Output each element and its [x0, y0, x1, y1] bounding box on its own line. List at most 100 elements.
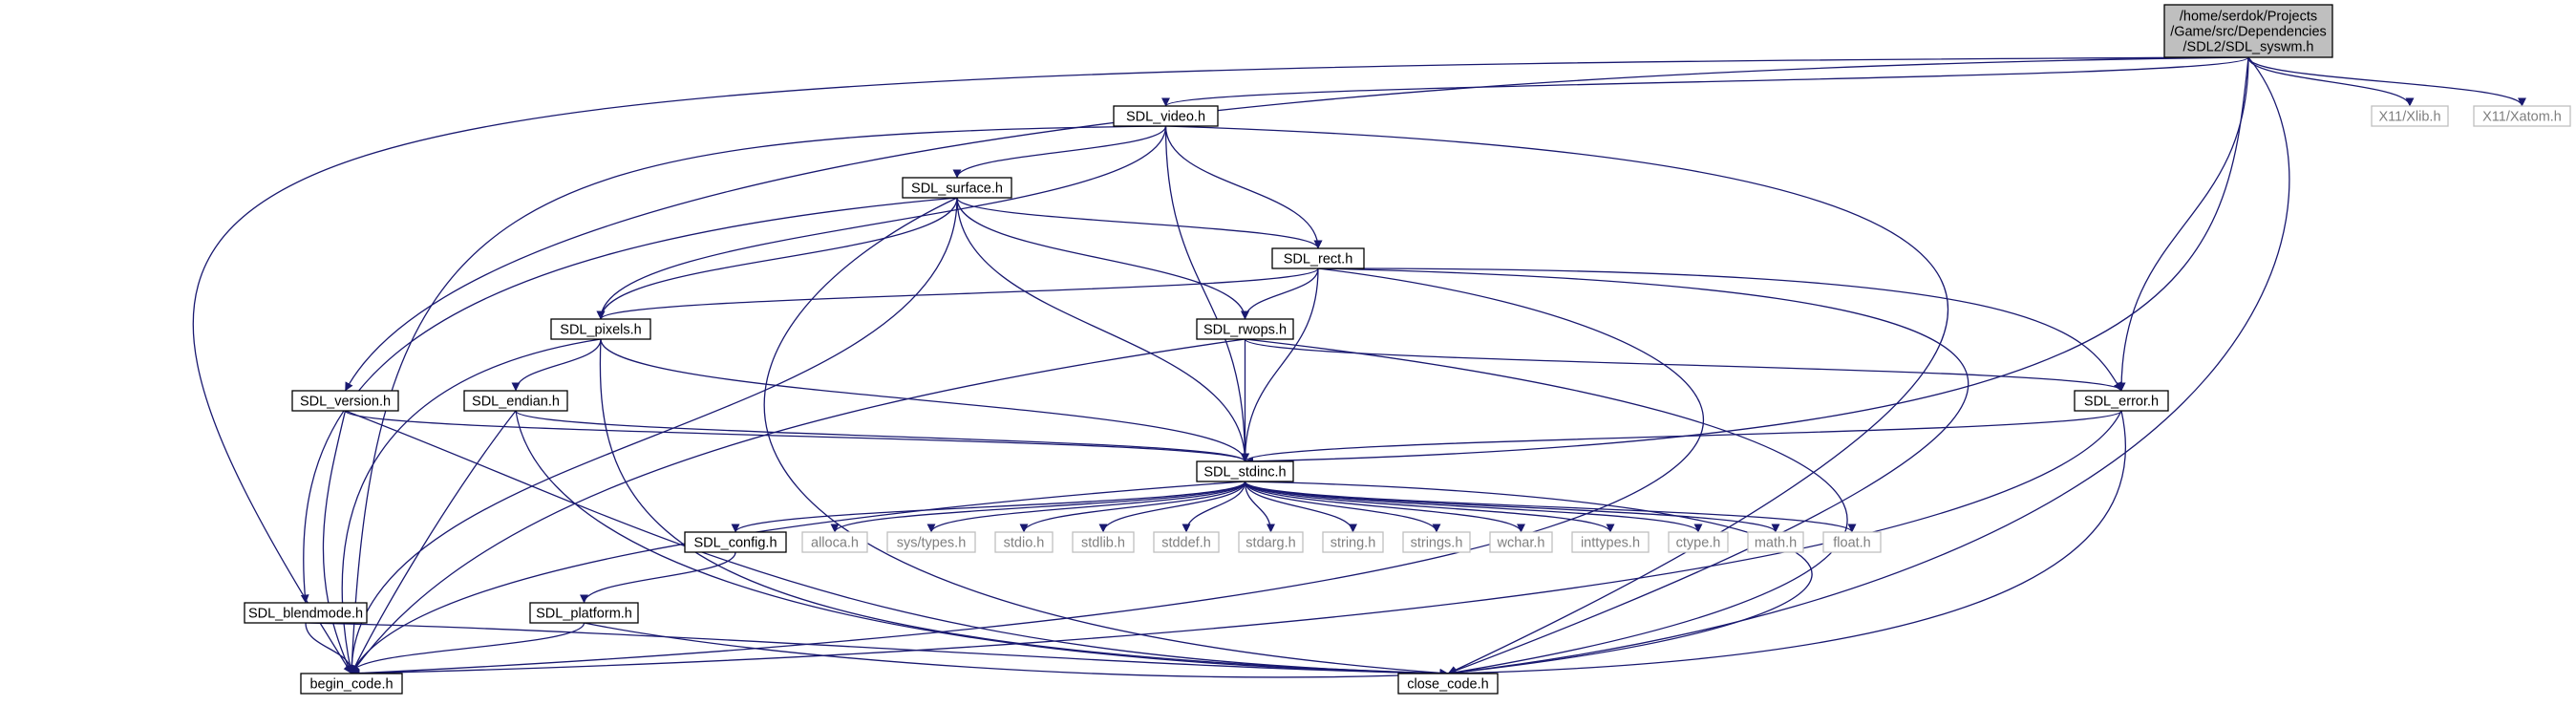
edge-rect-stdinc — [1241, 267, 1319, 462]
node-label-stdarg: stdarg.h — [1245, 536, 1295, 551]
edge-video-surface — [952, 125, 1167, 179]
node-box-version — [291, 390, 399, 412]
edge-pixels-endian — [511, 338, 602, 392]
node-stdarg: stdarg.h — [1238, 531, 1304, 553]
node-root[interactable]: /home/serdok/Projects/Game/src/Dependenc… — [2163, 4, 2333, 58]
edge-surface-begin — [347, 197, 958, 674]
edge-error-close — [1447, 410, 2127, 678]
node-pixels[interactable]: SDL_pixels.h — [550, 318, 651, 340]
edge-rect-rwops — [1241, 267, 1319, 320]
node-box-error — [2074, 390, 2169, 412]
edge-surface-pixels — [596, 197, 958, 320]
edge-root-stdinc — [1245, 56, 2249, 466]
edge-video-pixels — [596, 125, 1167, 320]
node-box-wchar — [1489, 531, 1553, 553]
node-version[interactable]: SDL_version.h — [291, 390, 399, 412]
node-label-ctype: ctype.h — [1676, 536, 1721, 551]
edge-rwops-begin — [351, 338, 1245, 674]
edge-root-xatom — [2247, 56, 2526, 107]
node-label-strings: strings.h — [1411, 536, 1463, 551]
node-inttypes: inttypes.h — [1571, 531, 1650, 553]
node-systypes: sys/types.h — [886, 531, 976, 553]
node-box-stdarg — [1238, 531, 1304, 553]
node-box-string — [1322, 531, 1384, 553]
node-box-platform — [529, 602, 639, 624]
node-endian[interactable]: SDL_endian.h — [463, 390, 568, 412]
edge-stdinc-close — [1245, 481, 1813, 677]
edge-stdinc-systypes — [926, 481, 1246, 533]
node-box-pixels — [550, 318, 651, 340]
edge-root-version — [344, 56, 2249, 392]
node-stdinc[interactable]: SDL_stdinc.h — [1196, 460, 1294, 482]
edge-stdinc-float — [1244, 481, 1857, 533]
node-label-math: math.h — [1755, 536, 1797, 551]
node-wchar: wchar.h — [1489, 531, 1553, 553]
node-surface[interactable]: SDL_surface.h — [902, 177, 1012, 199]
edge-root-close — [1447, 56, 2290, 677]
edge-stdinc-strings — [1244, 481, 1441, 533]
node-box-begin — [300, 673, 403, 695]
node-label-systypes: sys/types.h — [897, 536, 967, 551]
node-box-systypes — [886, 531, 976, 553]
node-box-close — [1397, 673, 1499, 695]
edge-surface-rect — [956, 197, 1323, 249]
edge-video-stdinc — [1164, 125, 1249, 462]
node-box-alloca — [801, 531, 868, 553]
node-label-xlib: X11/Xlib.h — [2378, 110, 2440, 125]
edge-blendmode-close — [305, 622, 1449, 678]
edge-error-stdinc — [1241, 410, 2122, 462]
edge-surface-blendmode — [300, 197, 958, 604]
node-label-root: /Game/src/Dependencies — [2170, 25, 2327, 40]
node-blendmode[interactable]: SDL_blendmode.h — [244, 602, 368, 624]
node-label-begin: begin_code.h — [309, 677, 393, 693]
edge-stdinc-stddef — [1182, 481, 1246, 533]
edge-config-platform — [580, 551, 736, 604]
node-label-alloca: alloca.h — [811, 536, 859, 551]
edge-stdinc-stdio — [1019, 481, 1246, 533]
node-box-stddef — [1153, 531, 1220, 553]
node-label-inttypes: inttypes.h — [1581, 536, 1640, 551]
node-close[interactable]: close_code.h — [1397, 673, 1499, 695]
edge-root-video — [1161, 56, 2249, 107]
edge-platform-begin — [347, 622, 585, 674]
edge-pixels-stdinc — [600, 338, 1249, 462]
edge-stdinc-begin — [351, 481, 1245, 674]
edge-version-close — [345, 410, 1449, 678]
edge-pixels-close — [599, 338, 1449, 678]
edge-root-error — [2117, 56, 2249, 392]
node-label-wchar: wchar.h — [1497, 536, 1545, 551]
edge-rect-close — [1317, 267, 1969, 675]
edge-stdinc-string — [1244, 481, 1357, 533]
edge-stdinc-alloca — [830, 481, 1246, 533]
edge-version-stdinc — [344, 410, 1249, 462]
node-label-rect: SDL_rect.h — [1284, 252, 1353, 267]
node-label-string: string.h — [1331, 536, 1376, 551]
node-box-stdinc — [1196, 460, 1294, 482]
node-config[interactable]: SDL_config.h — [684, 531, 787, 553]
node-label-root: /home/serdok/Projects — [2180, 10, 2317, 25]
node-rect[interactable]: SDL_rect.h — [1271, 247, 1365, 269]
node-video[interactable]: SDL_video.h — [1113, 105, 1219, 127]
node-label-pixels: SDL_pixels.h — [560, 323, 641, 338]
edge-endian-begin — [351, 410, 517, 674]
edge-error-begin — [351, 410, 2122, 678]
node-box-strings — [1402, 531, 1471, 553]
node-platform[interactable]: SDL_platform.h — [529, 602, 639, 624]
node-xlib: X11/Xlib.h — [2371, 105, 2449, 127]
edge-surface-stdinc — [956, 197, 1249, 462]
node-box-surface — [902, 177, 1012, 199]
node-rwops[interactable]: SDL_rwops.h — [1196, 318, 1294, 340]
node-stdio: stdio.h — [994, 531, 1054, 553]
node-begin[interactable]: begin_code.h — [300, 673, 403, 695]
node-box-config — [684, 531, 787, 553]
node-label-error: SDL_error.h — [2084, 395, 2159, 410]
node-error[interactable]: SDL_error.h — [2074, 390, 2169, 412]
node-label-surface: SDL_surface.h — [911, 182, 1003, 197]
edge-endian-close — [515, 410, 1449, 678]
node-label-config: SDL_config.h — [693, 536, 777, 551]
edge-surface-rwops — [956, 197, 1249, 320]
node-label-float: float.h — [1833, 536, 1871, 551]
edge-rect-error — [1317, 267, 2122, 392]
edge-root-begin — [192, 56, 2249, 674]
